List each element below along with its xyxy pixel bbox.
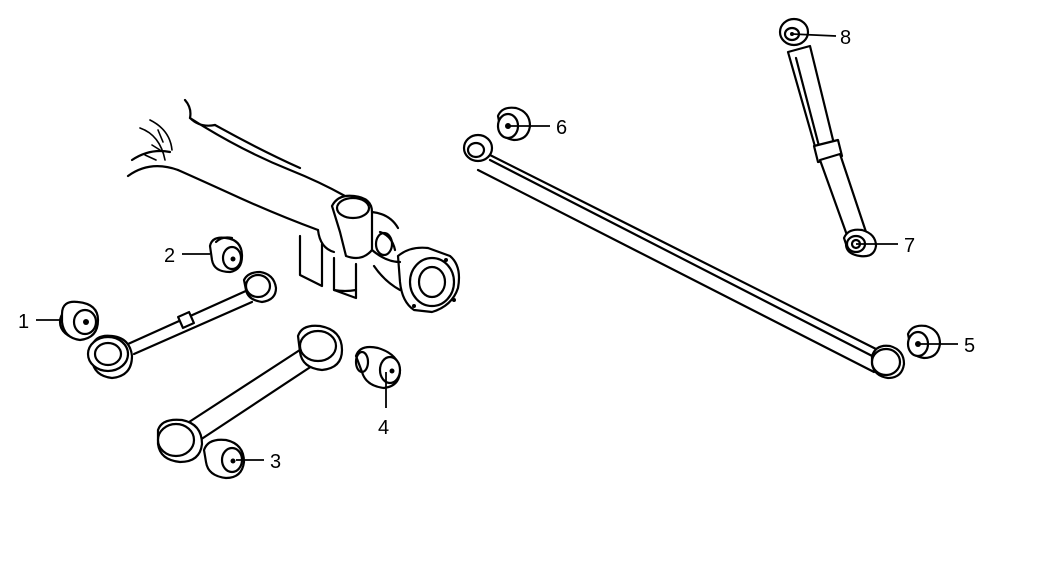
axle-housing (126, 98, 461, 314)
callout-1: 1 (18, 311, 29, 333)
callout-6: 6 (556, 117, 567, 139)
panhard-rod (462, 133, 906, 380)
bushing-part-5 (906, 324, 942, 360)
bushing-part-2 (208, 236, 244, 274)
shock-absorber (778, 17, 878, 258)
upper-control-arm (86, 270, 278, 380)
bushing-part-6 (496, 106, 532, 142)
callout-7: 7 (904, 235, 915, 257)
callout-leaders (36, 33, 958, 461)
callout-labels: 1 2 3 4 5 6 7 8 (18, 27, 975, 473)
callout-5: 5 (964, 335, 975, 357)
callout-8: 8 (840, 27, 851, 49)
callout-3: 3 (270, 451, 281, 473)
bushing-part-3 (202, 438, 246, 480)
leader-8 (791, 33, 837, 37)
bushing-part-4 (354, 345, 402, 390)
callout-4: 4 (378, 417, 389, 439)
callout-2: 2 (164, 245, 175, 267)
lower-control-arm (156, 324, 344, 464)
bushing-part-1 (58, 300, 100, 342)
